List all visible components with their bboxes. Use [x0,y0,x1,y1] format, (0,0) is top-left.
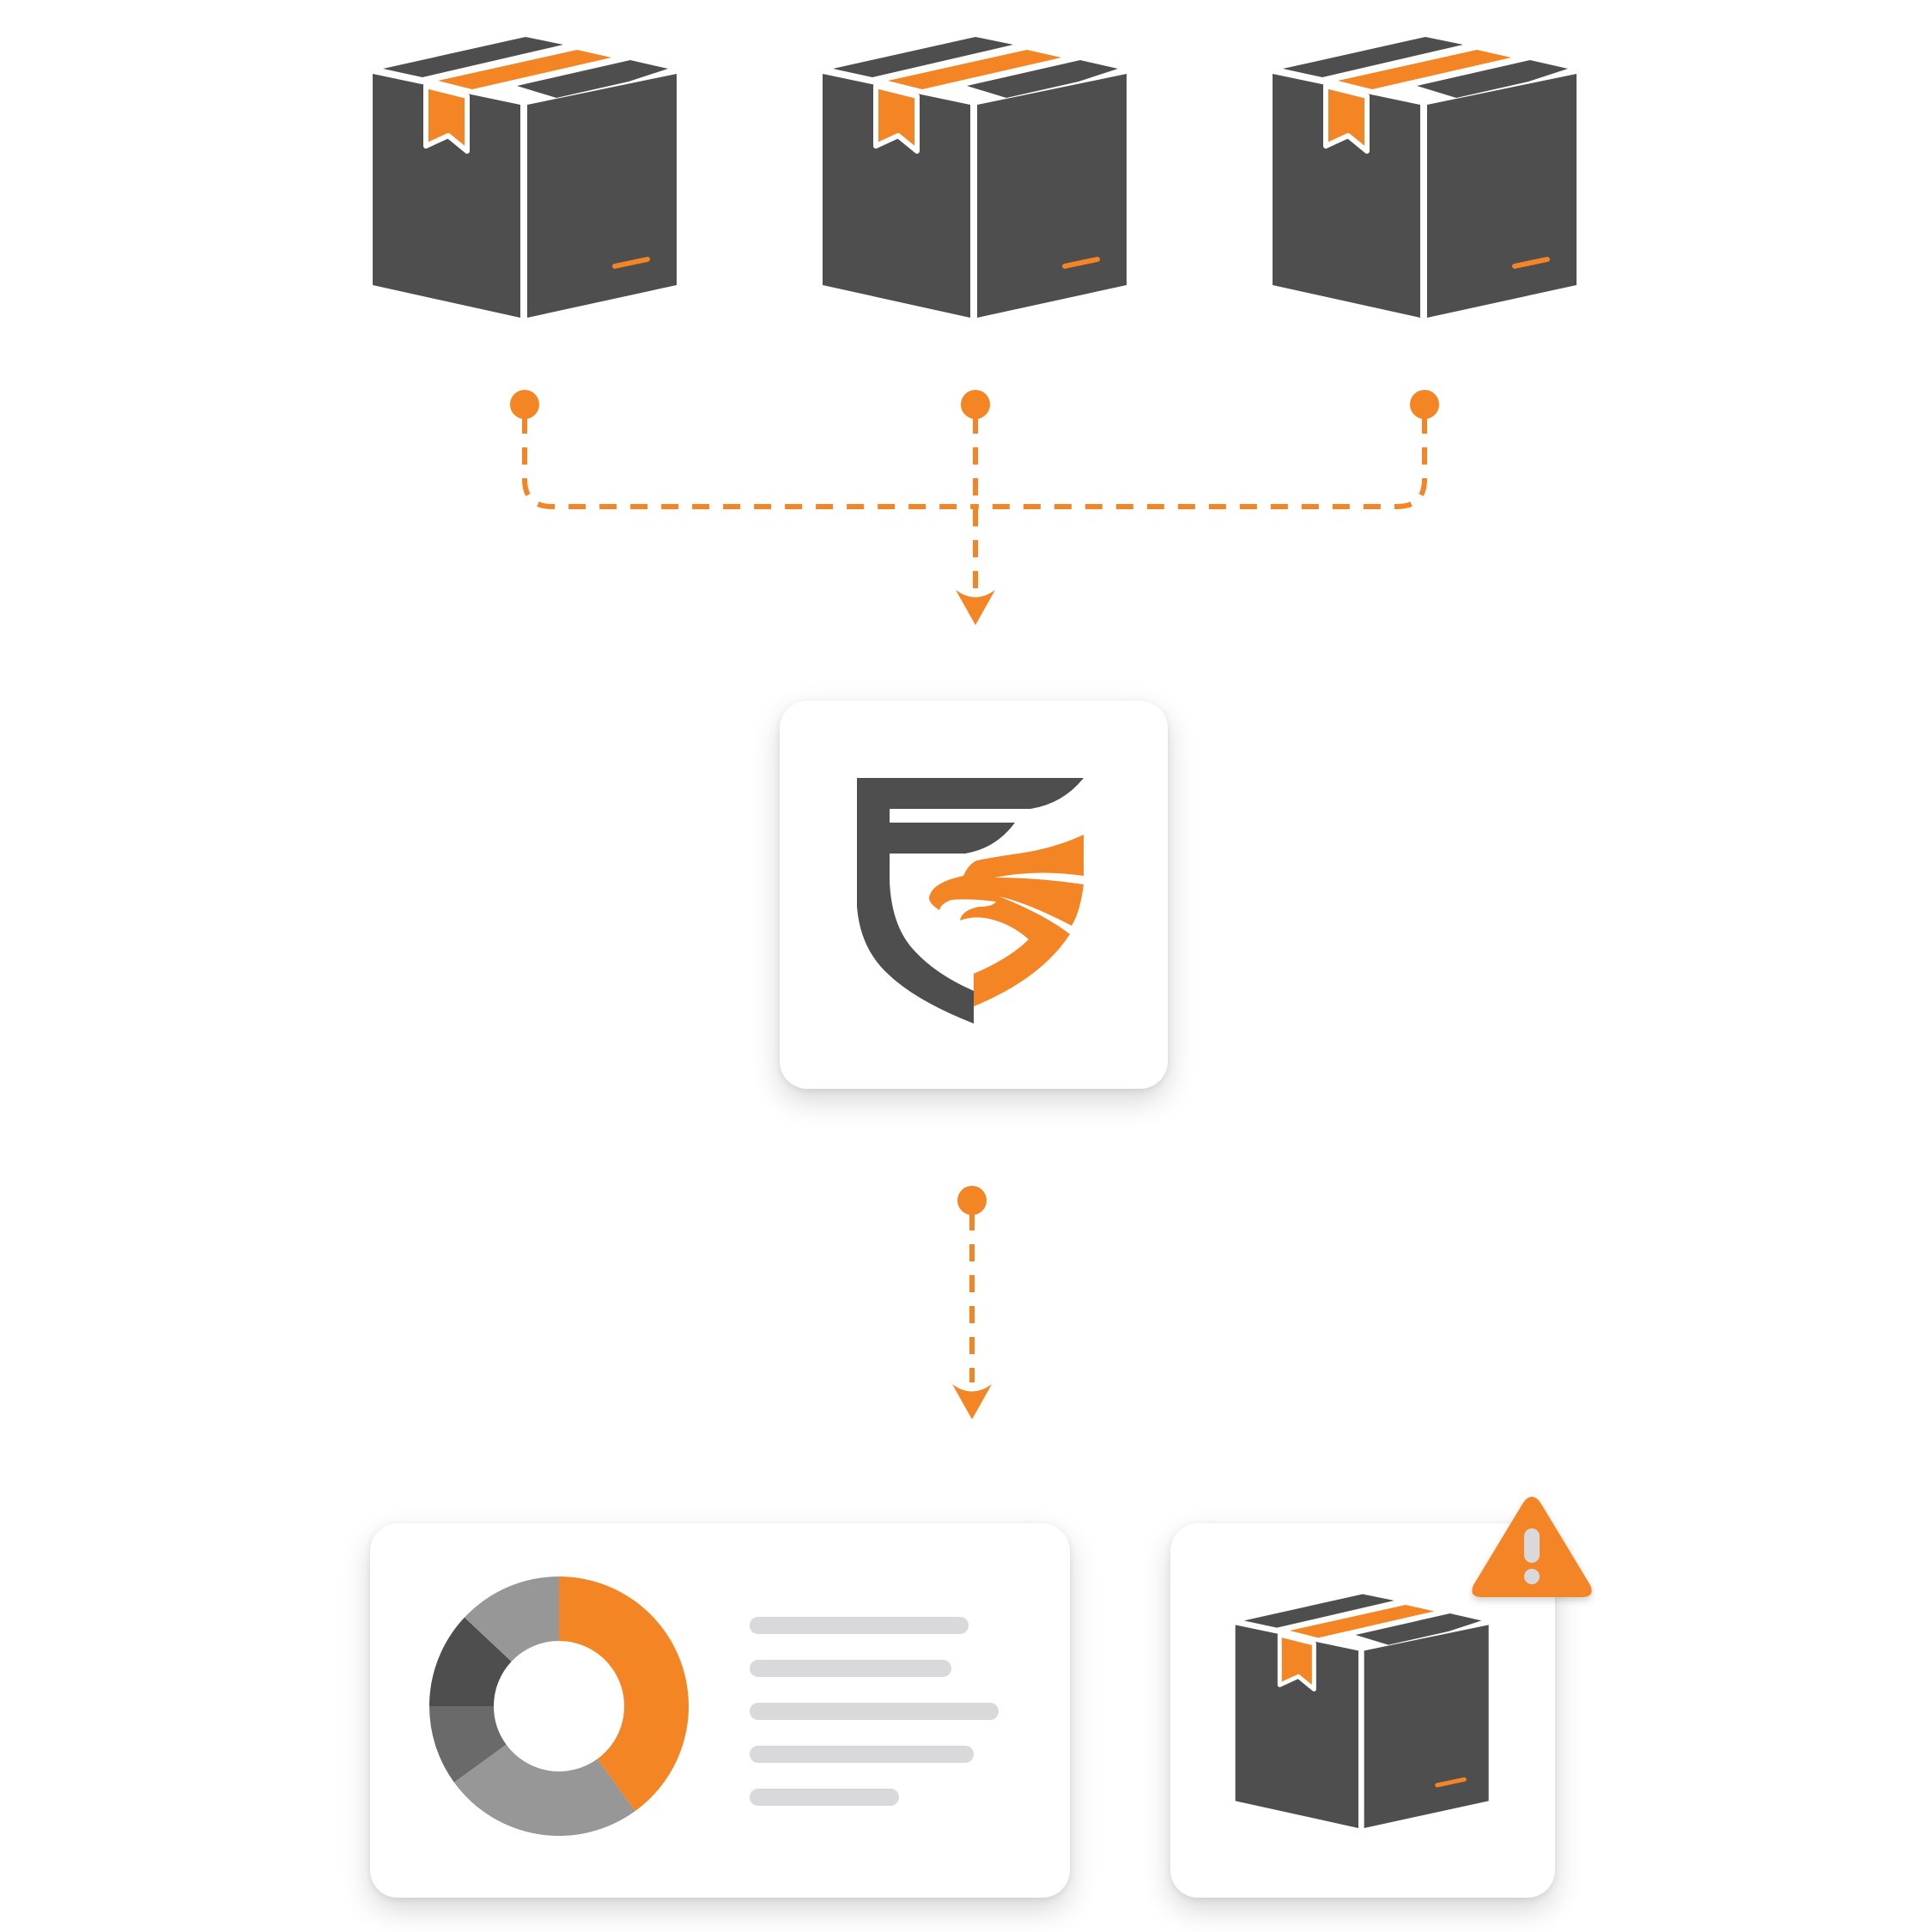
shield-logo-icon [857,778,1084,1024]
warning-triangle-icon [1472,1497,1592,1597]
summary-line [750,1617,969,1634]
connector-dot [510,390,539,419]
summary-line [750,1789,899,1806]
package-box-icon [821,34,1130,323]
package-box-icon [371,34,680,323]
connector-dot [961,390,990,419]
summary-line [750,1660,951,1677]
connector-left [522,416,975,509]
donut-slice [559,1577,690,1812]
donut-slice [464,1577,559,1662]
connector-right [975,416,1427,509]
arrow-head-icon [952,1384,992,1419]
logo-card [780,701,1168,1089]
chart-card [370,1523,1070,1898]
package-box-icon [1234,1592,1492,1832]
donut-chart [429,1577,690,1836]
arrow-head-icon [956,590,995,625]
connector-dot [1410,390,1439,419]
summary-line [750,1746,974,1763]
donut-slice [429,1617,512,1706]
connector-dot [957,1186,987,1215]
donut-slice [429,1706,507,1783]
donut-slice [453,1744,635,1836]
summary-line [750,1703,999,1720]
package-box-icon [1271,34,1580,323]
